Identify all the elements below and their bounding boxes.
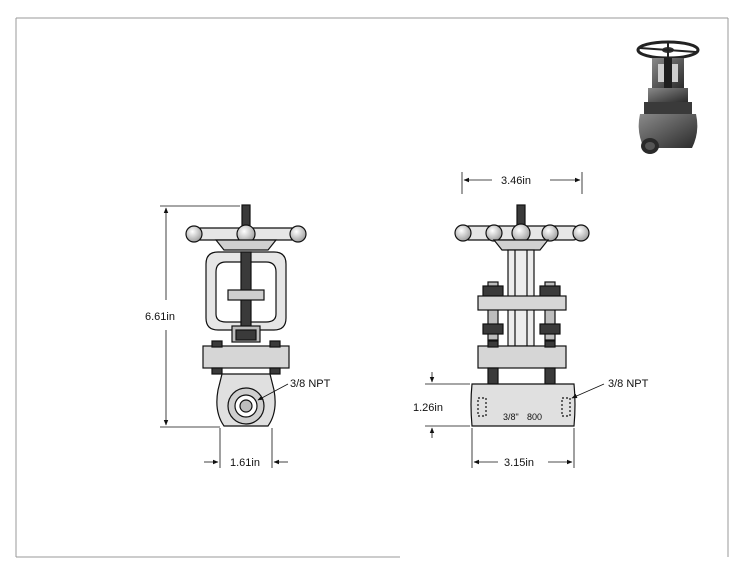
front-port-label: 3/8 NPT [290, 378, 331, 390]
front-height-label: 6.61in [145, 311, 175, 323]
bonnet-flange [202, 345, 290, 369]
handwheel-width-dimension [461, 172, 583, 194]
side-knob-center-left [485, 224, 503, 242]
front-width-label: 1.61in [230, 457, 260, 469]
handwheel-knob-right [289, 225, 307, 243]
side-gland-flange [477, 295, 567, 311]
body-height-dimension [425, 372, 470, 438]
front-view [185, 204, 307, 427]
handwheel-width-label: 3.46in [501, 175, 531, 187]
side-knob-center-right [541, 224, 559, 242]
side-port-label: 3/8 NPT [608, 378, 649, 390]
side-handwheel-hub [511, 223, 531, 243]
side-view [454, 204, 590, 427]
side-knob-right [572, 224, 590, 242]
front-port-leader [257, 383, 289, 401]
front-height-dimension [160, 205, 240, 428]
body-marking-size: 3/8" [503, 412, 519, 422]
stem-nut [227, 289, 265, 301]
handwheel-knob-left [185, 225, 203, 243]
side-knob-left [454, 224, 472, 242]
body-height-label: 1.26in [413, 402, 443, 414]
sheet-border [15, 17, 729, 558]
front-width-dimension [204, 428, 288, 468]
side-valve-body [470, 383, 576, 427]
body-marking-class: 800 [527, 412, 542, 422]
side-port-leader [571, 383, 605, 399]
body-length-dimension [471, 428, 575, 468]
body-length-label: 3.15in [504, 457, 534, 469]
isometric-valve-render [636, 40, 700, 154]
side-bonnet-flange [477, 345, 567, 369]
